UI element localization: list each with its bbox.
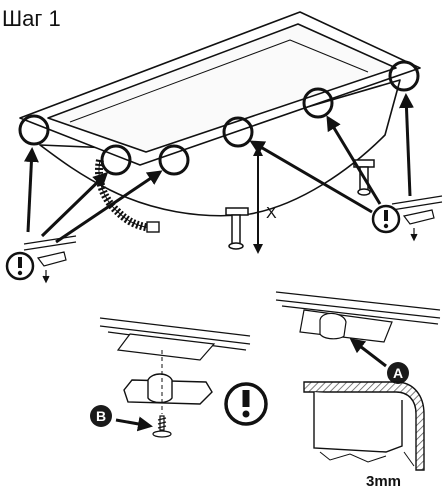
pointer-arrows [23, 93, 414, 244]
detail-b-rail [99, 317, 251, 361]
dimension-label-x: X [266, 205, 277, 222]
wall-profile [313, 392, 403, 453]
arrow-b [115, 416, 153, 432]
warning-icon-right [371, 204, 401, 234]
detail-b-bracket [123, 373, 213, 405]
warning-detail-left [23, 235, 77, 284]
arrow-a [349, 338, 387, 368]
warning-detail-right [391, 195, 443, 242]
hatched-rim [303, 381, 425, 471]
support-point-3 [158, 144, 190, 176]
gap-label: 3mm [366, 473, 401, 490]
callout-label-b: B [96, 408, 106, 424]
cross-section-detail [303, 381, 425, 471]
support-point-2 [100, 144, 132, 176]
bathtub-basin [47, 23, 397, 153]
warning-icon-center [224, 382, 268, 426]
support-point-1 [18, 114, 50, 146]
detail-a-rail [275, 291, 441, 343]
support-point-4 [222, 116, 254, 148]
support-point-circles [18, 60, 420, 176]
support-point-5 [302, 87, 334, 119]
callout-badge-a: A [387, 362, 409, 384]
warning-icon-left [5, 251, 35, 281]
callout-label-a: A [393, 365, 403, 381]
support-point-6 [388, 60, 420, 92]
screw-icon [152, 415, 172, 438]
step-title: Шаг 1 [2, 6, 61, 31]
leg-center [225, 207, 249, 250]
callout-badge-b: B [90, 405, 112, 427]
